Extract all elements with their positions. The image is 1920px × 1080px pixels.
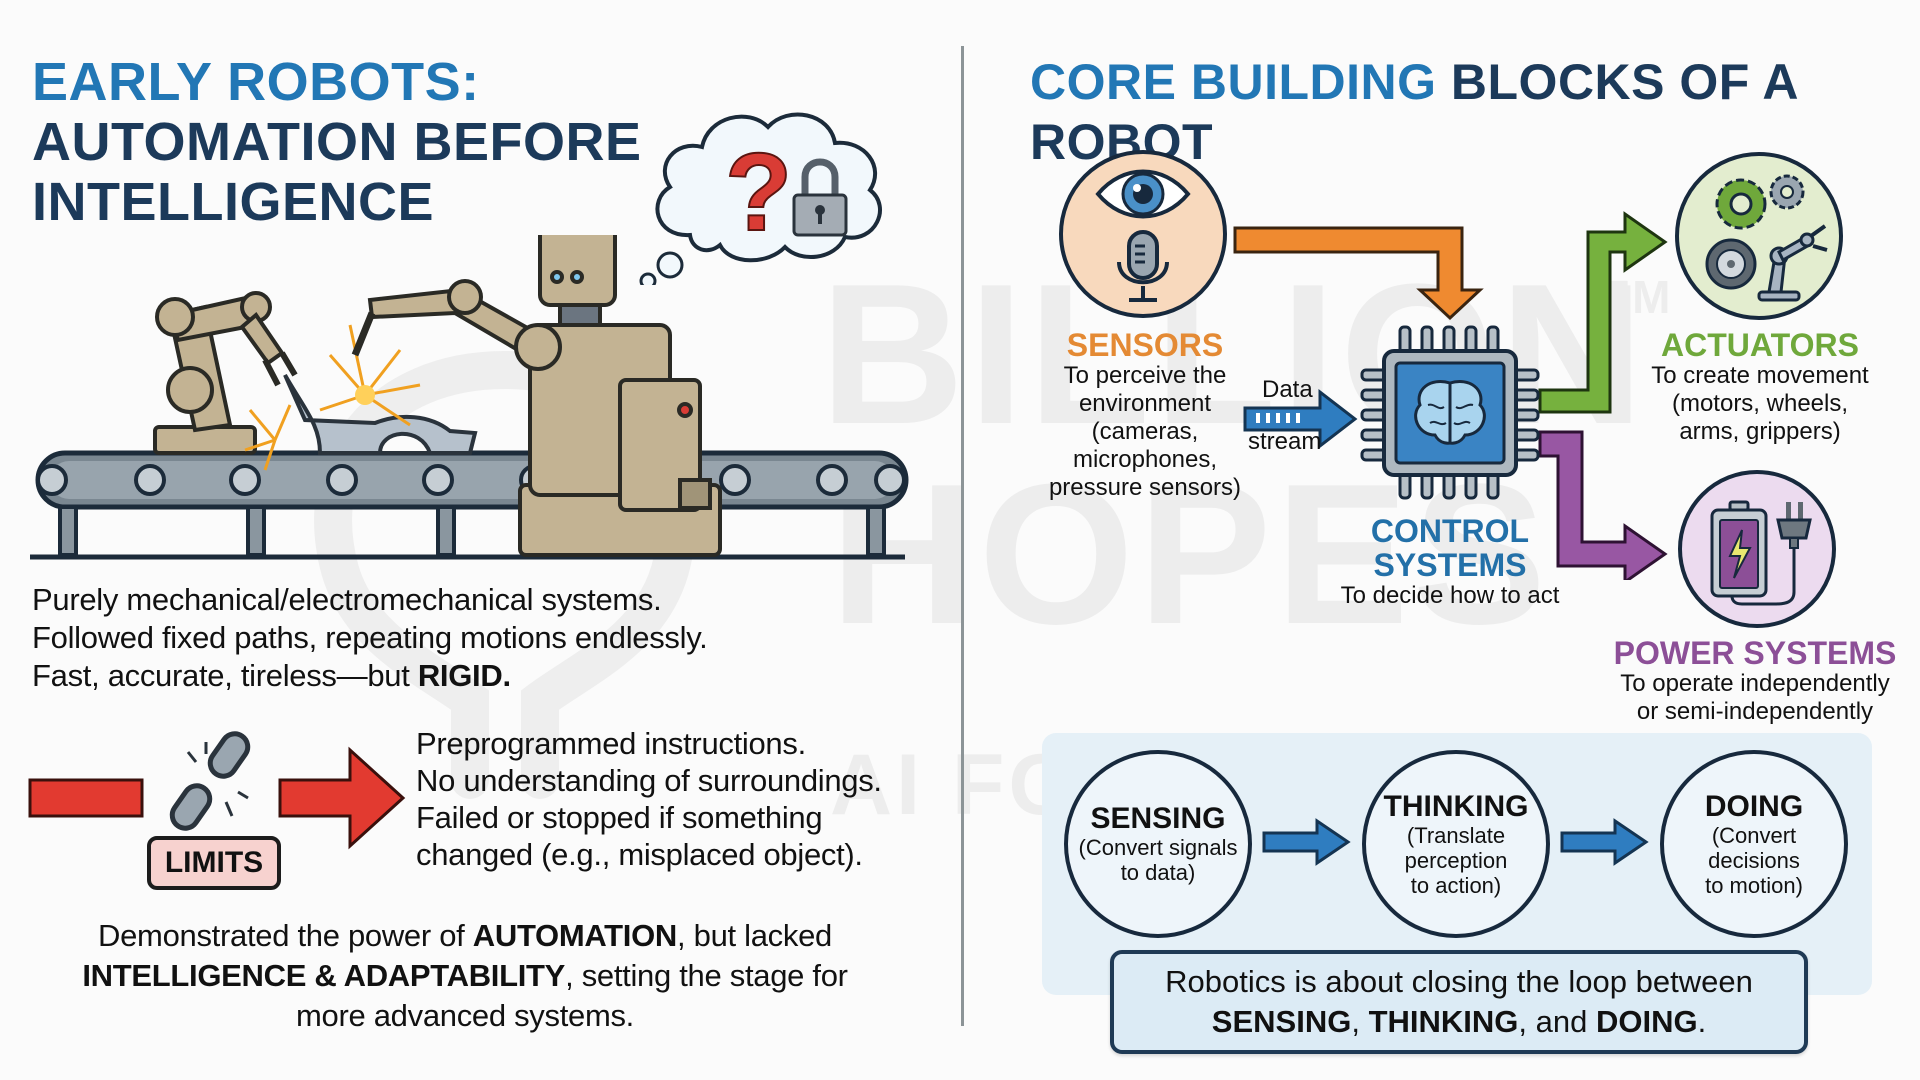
question-mark-icon: ? <box>725 131 792 254</box>
data-stream-label-bottom: stream <box>1248 428 1322 455</box>
battery-icon <box>1710 500 1768 598</box>
wheel-icon <box>1705 238 1757 290</box>
power-icon <box>1710 500 1812 606</box>
loop-step-desc: to action) <box>1410 872 1502 898</box>
factory-illustration <box>30 235 909 560</box>
microphone-icon <box>1117 230 1169 302</box>
limits-list: Preprogrammed instructions. No understan… <box>416 725 882 873</box>
data-stream-arrow <box>1243 388 1358 450</box>
connector-arrows <box>1233 211 1668 580</box>
padlock-icon <box>792 158 848 237</box>
sensors-label: SENSORS To perceive the environment (cam… <box>1020 328 1270 502</box>
limits-item: changed (e.g., misplaced object). <box>416 837 863 872</box>
left-title-line1: EARLY ROBOTS: <box>32 52 480 112</box>
power-desc-line: or semi-independently <box>1636 698 1874 725</box>
loop-step-title: DOING <box>1704 789 1804 823</box>
car-body-icon <box>283 374 478 455</box>
actuators-desc-line: arms, grippers) <box>1679 418 1841 445</box>
loop-step-thinking: THINKING (Translate perception to action… <box>1362 750 1550 938</box>
actuators-title: ACTUATORS <box>1661 327 1859 363</box>
thought-bubble-icon: ? <box>639 112 882 285</box>
loop-step-desc: perception <box>1404 847 1508 873</box>
rigid-emphasis: RIGID. <box>417 658 511 693</box>
section-divider <box>961 46 964 1026</box>
loop-step-desc: decisions <box>1708 847 1800 873</box>
actuators-desc-line: To create movement <box>1651 362 1869 389</box>
broken-chain-icon <box>169 731 251 831</box>
loop-step-doing: DOING (Convert decisions to motion) <box>1660 750 1848 938</box>
summary-line2: SENSING, THINKING, and DOING. <box>1211 1004 1707 1039</box>
green-arrow <box>1538 211 1668 414</box>
processor-chip-icon <box>1360 325 1540 500</box>
data-stream-label-top: Data <box>1262 376 1313 403</box>
actuators-desc-line: (motors, wheels, <box>1671 390 1849 417</box>
control-title-line1: CONTROL <box>1370 513 1530 549</box>
loop-step-desc: (Convert signals <box>1078 835 1238 860</box>
control-label: CONTROL SYSTEMS To decide how to act <box>1310 514 1590 610</box>
red-bar-left <box>28 778 144 818</box>
loop-step-title: SENSING <box>1090 802 1226 835</box>
loop-step-desc: to data) <box>1120 860 1196 885</box>
sensors-desc-line: pressure sensors) <box>1048 474 1242 501</box>
control-title-line2: SYSTEMS <box>1373 547 1527 583</box>
limits-graphic <box>28 731 406 850</box>
actuators-icon <box>1705 174 1828 302</box>
left-title-line2: AUTOMATION BEFORE <box>32 112 642 172</box>
summary-line1: Robotics is about closing the loop betwe… <box>1165 964 1753 999</box>
actuators-label: ACTUATORS To create movement (motors, wh… <box>1620 328 1900 446</box>
loop-arrow-1 <box>1262 818 1351 866</box>
robotic-arm-icon <box>153 291 298 455</box>
left-conclusion: Demonstrated the power of AUTOMATION, bu… <box>82 918 848 1033</box>
limits-badge: LIMITS <box>147 836 281 890</box>
watermark-trademark: TM <box>1600 271 1675 323</box>
gear-icon <box>1715 174 1805 230</box>
loop-step-desc: to motion) <box>1705 872 1803 898</box>
sensors-icon <box>1095 169 1191 302</box>
power-label: POWER SYSTEMS To operate independently o… <box>1600 636 1910 726</box>
sensors-title: SENSORS <box>1066 327 1224 363</box>
purple-arrow <box>1538 430 1668 580</box>
characteristic-item: Fast, accurate, tireless—but RIGID. <box>32 658 511 693</box>
characteristics-list: Purely mechanical/electromechanical syst… <box>32 581 708 695</box>
limits-item: Preprogrammed instructions. <box>416 726 806 761</box>
left-title: EARLY ROBOTS: AUTOMATION BEFORE INTELLIG… <box>32 52 642 232</box>
automation-emphasis: AUTOMATION <box>472 918 678 953</box>
power-desc-line: To operate independently <box>1620 670 1890 697</box>
right-arrow-icon <box>1262 818 1351 866</box>
sensors-desc-line: To perceive the <box>1063 362 1227 389</box>
sensors-desc-line: environment <box>1078 390 1212 417</box>
humanoid-robot-icon <box>351 235 722 557</box>
control-desc: To decide how to act <box>1340 582 1560 609</box>
limits-item: Failed or stopped if something <box>416 800 823 835</box>
sensors-desc-line: microphones, <box>1072 446 1218 473</box>
red-arrow-right <box>278 746 406 850</box>
loop-arrow-2 <box>1560 818 1649 866</box>
loop-step-desc: (Translate <box>1406 822 1506 848</box>
limits-item: No understanding of surroundings. <box>416 763 882 798</box>
loop-step-title: THINKING <box>1383 789 1529 823</box>
characteristic-item: Purely mechanical/electromechanical syst… <box>32 582 662 617</box>
intelligence-emphasis: INTELLIGENCE & ADAPTABILITY <box>82 958 566 993</box>
conveyor-belt-icon <box>30 450 909 560</box>
left-title-line3: INTELLIGENCE <box>32 172 435 232</box>
loop-step-desc: (Convert <box>1711 822 1797 848</box>
robotics-summary-box: Robotics is about closing the loop betwe… <box>1110 950 1808 1054</box>
right-arrow-icon <box>1560 818 1649 866</box>
power-title: POWER SYSTEMS <box>1613 635 1897 671</box>
loop-step-sensing: SENSING (Convert signals to data) <box>1064 750 1252 938</box>
orange-arrow <box>1233 226 1484 321</box>
brain-icon <box>1414 380 1486 445</box>
eye-icon <box>1095 169 1191 219</box>
right-title-accent: CORE BUILDING <box>1030 54 1437 110</box>
characteristic-item: Followed fixed paths, repeating motions … <box>32 620 708 655</box>
sensors-desc-line: (cameras, <box>1091 418 1199 445</box>
gripper-arm-icon <box>1757 224 1828 302</box>
plug-icon <box>1730 502 1812 606</box>
